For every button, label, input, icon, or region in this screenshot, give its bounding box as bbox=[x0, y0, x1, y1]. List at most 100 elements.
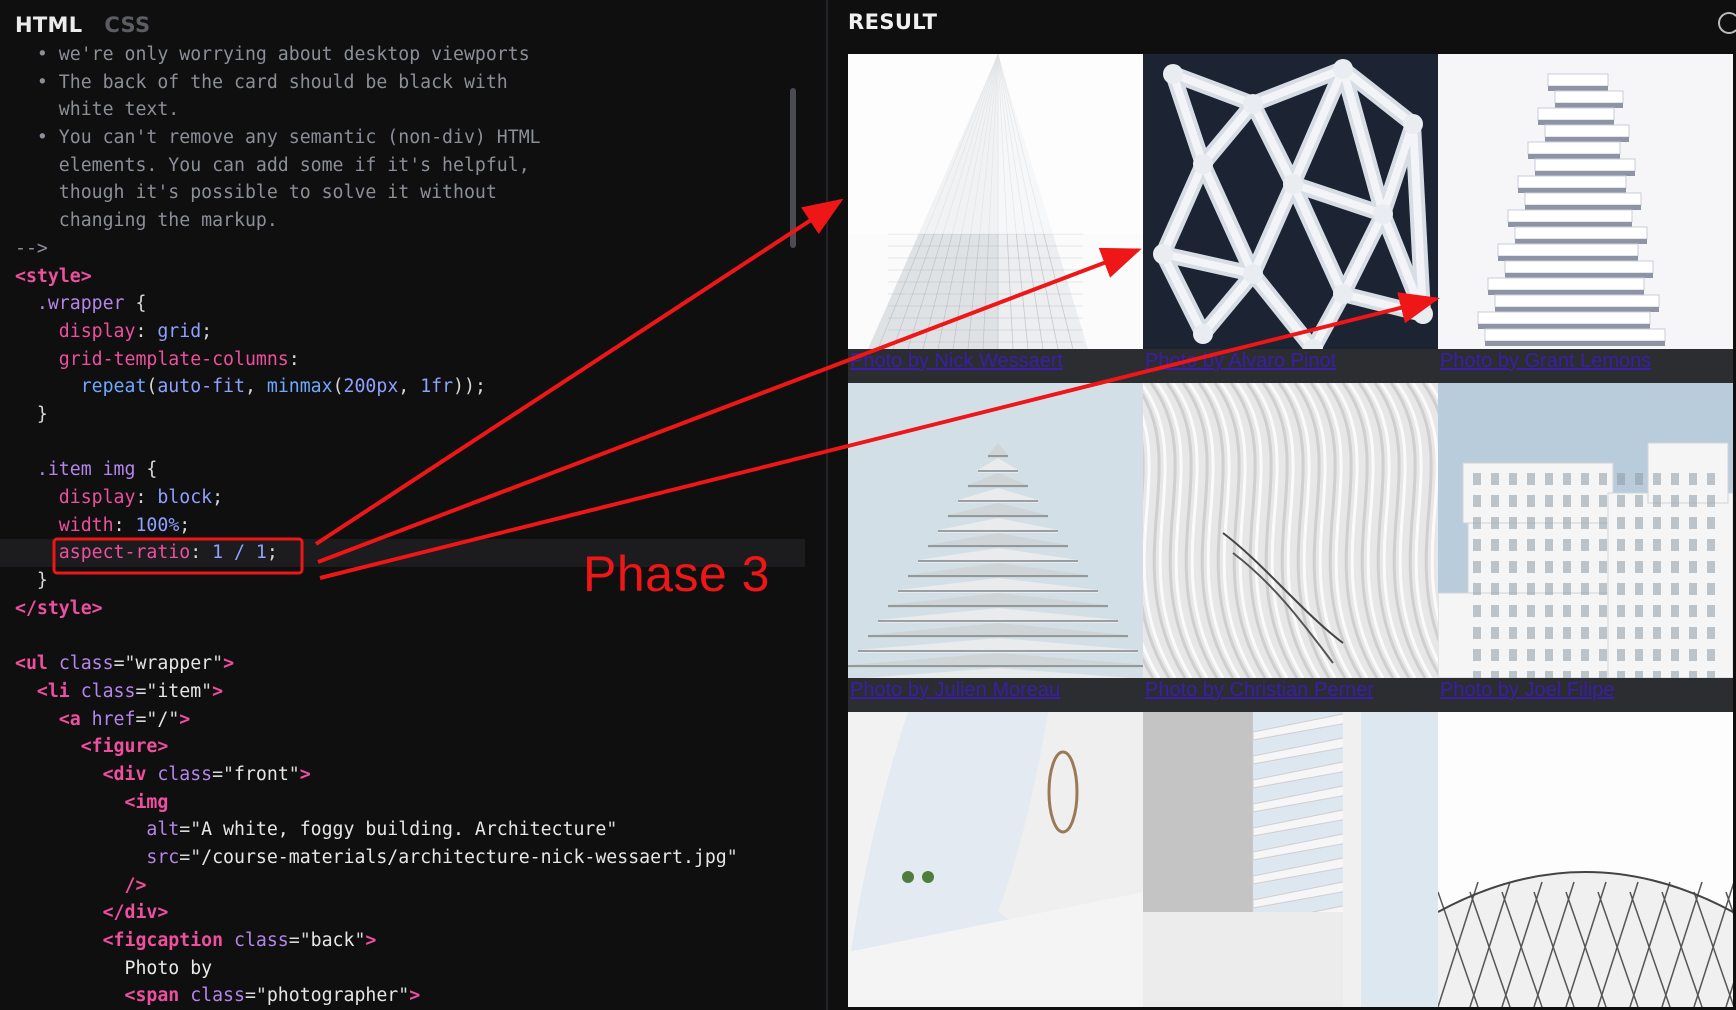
code-line[interactable]: • You can't remove any semantic (non-div… bbox=[15, 124, 805, 152]
gallery-item[interactable]: Photo by Grant Lemons bbox=[1438, 54, 1733, 383]
code-token: <figcaption bbox=[15, 930, 234, 951]
code-line[interactable]: } bbox=[15, 401, 805, 429]
tab-css[interactable]: CSS bbox=[104, 13, 151, 37]
editor-scrollbar[interactable] bbox=[790, 88, 798, 248]
code-token: } bbox=[15, 570, 48, 592]
architecture-photo[interactable] bbox=[1438, 712, 1733, 1007]
gallery-item[interactable]: Photo by Alvaro Pinot bbox=[1143, 54, 1438, 383]
architecture-photo[interactable] bbox=[1438, 54, 1733, 349]
code-token: class bbox=[190, 985, 245, 1007]
photo-caption-link[interactable]: Photo by Grant Lemons bbox=[1440, 350, 1652, 372]
photo-caption-link[interactable]: Photo by Nick Wessaert bbox=[850, 350, 1064, 372]
code-line[interactable]: repeat(auto-fit, minmax(200px, 1fr)); bbox=[15, 373, 805, 401]
code-token: > bbox=[299, 763, 311, 785]
code-line[interactable]: Photo by bbox=[15, 955, 805, 983]
code-token: " bbox=[606, 819, 618, 841]
code-token: back bbox=[310, 930, 355, 951]
code-token: =" bbox=[179, 819, 202, 841]
gallery-item[interactable]: Photo by Nick Wessaert bbox=[848, 54, 1143, 383]
editor-tabs: HTML CSS bbox=[15, 10, 150, 40]
code-line[interactable]: <div class="front"> bbox=[15, 761, 805, 789]
code-token: item bbox=[157, 680, 202, 702]
code-token: aspect-ratio bbox=[15, 542, 191, 564]
code-token: > bbox=[365, 930, 377, 951]
code-token: )); bbox=[453, 376, 486, 398]
architecture-photo[interactable] bbox=[848, 54, 1143, 349]
code-token: =" bbox=[179, 846, 202, 868]
refresh-icon[interactable] bbox=[1718, 12, 1736, 34]
gallery-item[interactable] bbox=[848, 712, 1143, 1007]
code-token: " bbox=[168, 708, 180, 730]
code-line[interactable]: .item img { bbox=[15, 456, 805, 484]
code-token: class bbox=[58, 653, 114, 675]
code-token: white text. bbox=[15, 99, 180, 121]
code-line[interactable] bbox=[15, 429, 805, 457]
code-line[interactable]: display: block; bbox=[15, 484, 805, 512]
html-editor-pane[interactable]: HTML CSS • we're only worrying about des… bbox=[0, 0, 826, 1010]
architecture-photo[interactable] bbox=[848, 712, 1143, 1007]
code-line[interactable]: } bbox=[15, 567, 805, 595]
code-line[interactable]: • The back of the card should be black w… bbox=[15, 69, 805, 97]
gallery-item[interactable] bbox=[1438, 712, 1733, 1007]
architecture-photo[interactable] bbox=[1438, 383, 1733, 678]
code-line[interactable]: <span class="photographer"> bbox=[15, 982, 805, 1010]
code-token: /course-materials/architecture-nick-wess… bbox=[201, 846, 727, 868]
photo-caption-link[interactable]: Photo by Julien Moreau bbox=[850, 679, 1061, 701]
caption-bar: Photo by Joel Filipe bbox=[1438, 678, 1733, 712]
code-line[interactable]: width: 100%; bbox=[15, 512, 805, 540]
code-line[interactable] bbox=[15, 622, 805, 650]
architecture-photo[interactable] bbox=[1143, 54, 1438, 349]
code-token: " bbox=[212, 653, 224, 675]
code-token: /> bbox=[15, 874, 147, 896]
code-line[interactable]: changing the markup. bbox=[15, 207, 805, 235]
photo-caption-link[interactable]: Photo by Alvaro Pinot bbox=[1145, 350, 1337, 372]
code-line[interactable]: </style> bbox=[15, 595, 805, 623]
code-line[interactable]: <li class="item"> bbox=[15, 678, 805, 706]
code-token: " bbox=[288, 763, 300, 785]
code-token: { bbox=[146, 459, 158, 481]
code-line[interactable]: <style> bbox=[15, 263, 805, 291]
code-line[interactable]: • we're only worrying about desktop view… bbox=[15, 41, 805, 69]
photo-caption-link[interactable]: Photo by Joel Filipe bbox=[1440, 679, 1615, 701]
architecture-photo[interactable] bbox=[1143, 383, 1438, 678]
code-token: <figure> bbox=[15, 736, 169, 758]
code-line[interactable]: <figure> bbox=[15, 733, 805, 761]
code-line[interactable]: grid-template-columns: bbox=[15, 346, 805, 374]
gallery-item[interactable]: Photo by Joel Filipe bbox=[1438, 383, 1733, 712]
code-token: • we're only worrying about desktop view… bbox=[15, 44, 530, 65]
gallery-item[interactable]: Photo by Christian Perner bbox=[1143, 383, 1438, 712]
gallery-item[interactable] bbox=[1143, 712, 1438, 1007]
code-editor[interactable]: • we're only worrying about desktop view… bbox=[0, 41, 805, 1010]
code-line[interactable]: display: grid; bbox=[15, 318, 805, 346]
code-line[interactable]: <a href="/"> bbox=[15, 706, 805, 734]
code-line[interactable]: though it's possible to solve it without bbox=[15, 179, 805, 207]
photo-caption-link[interactable]: Photo by Christian Perner bbox=[1145, 679, 1375, 701]
code-token: display bbox=[15, 320, 136, 342]
code-token: • You can't remove any semantic (non-div… bbox=[15, 127, 541, 149]
code-line[interactable]: <ul class="wrapper"> bbox=[15, 650, 805, 678]
code-token: width bbox=[15, 514, 114, 536]
code-line[interactable]: --> bbox=[15, 235, 805, 263]
caption-bar: Photo by Nick Wessaert bbox=[848, 349, 1143, 383]
code-line[interactable]: white text. bbox=[15, 96, 805, 124]
tab-html[interactable]: HTML bbox=[15, 13, 83, 37]
code-line[interactable]: <img bbox=[15, 789, 805, 817]
code-token: , bbox=[398, 376, 421, 398]
architecture-photo[interactable] bbox=[848, 383, 1143, 678]
code-line[interactable]: </div> bbox=[15, 899, 805, 927]
code-token: ( bbox=[146, 376, 158, 398]
code-line[interactable]: /> bbox=[15, 872, 805, 900]
code-line[interactable]: <figcaption class="back"> bbox=[15, 927, 805, 955]
code-token: class bbox=[157, 763, 213, 785]
editor-scrollbar-thumb[interactable] bbox=[790, 88, 796, 248]
code-line[interactable]: elements. You can add some if it's helpf… bbox=[15, 152, 805, 180]
code-token: grid-template-columns bbox=[15, 348, 289, 370]
code-line[interactable]: .wrapper { bbox=[15, 290, 805, 318]
code-token: changing the markup. bbox=[15, 210, 278, 232]
code-line[interactable]: src="/course-materials/architecture-nick… bbox=[15, 844, 805, 872]
code-token: display bbox=[15, 487, 136, 508]
gallery-item[interactable]: Photo by Julien Moreau bbox=[848, 383, 1143, 712]
architecture-photo[interactable] bbox=[1143, 712, 1438, 1007]
code-token: ( bbox=[332, 376, 344, 398]
code-line[interactable]: alt="A white, foggy building. Architectu… bbox=[15, 816, 805, 844]
